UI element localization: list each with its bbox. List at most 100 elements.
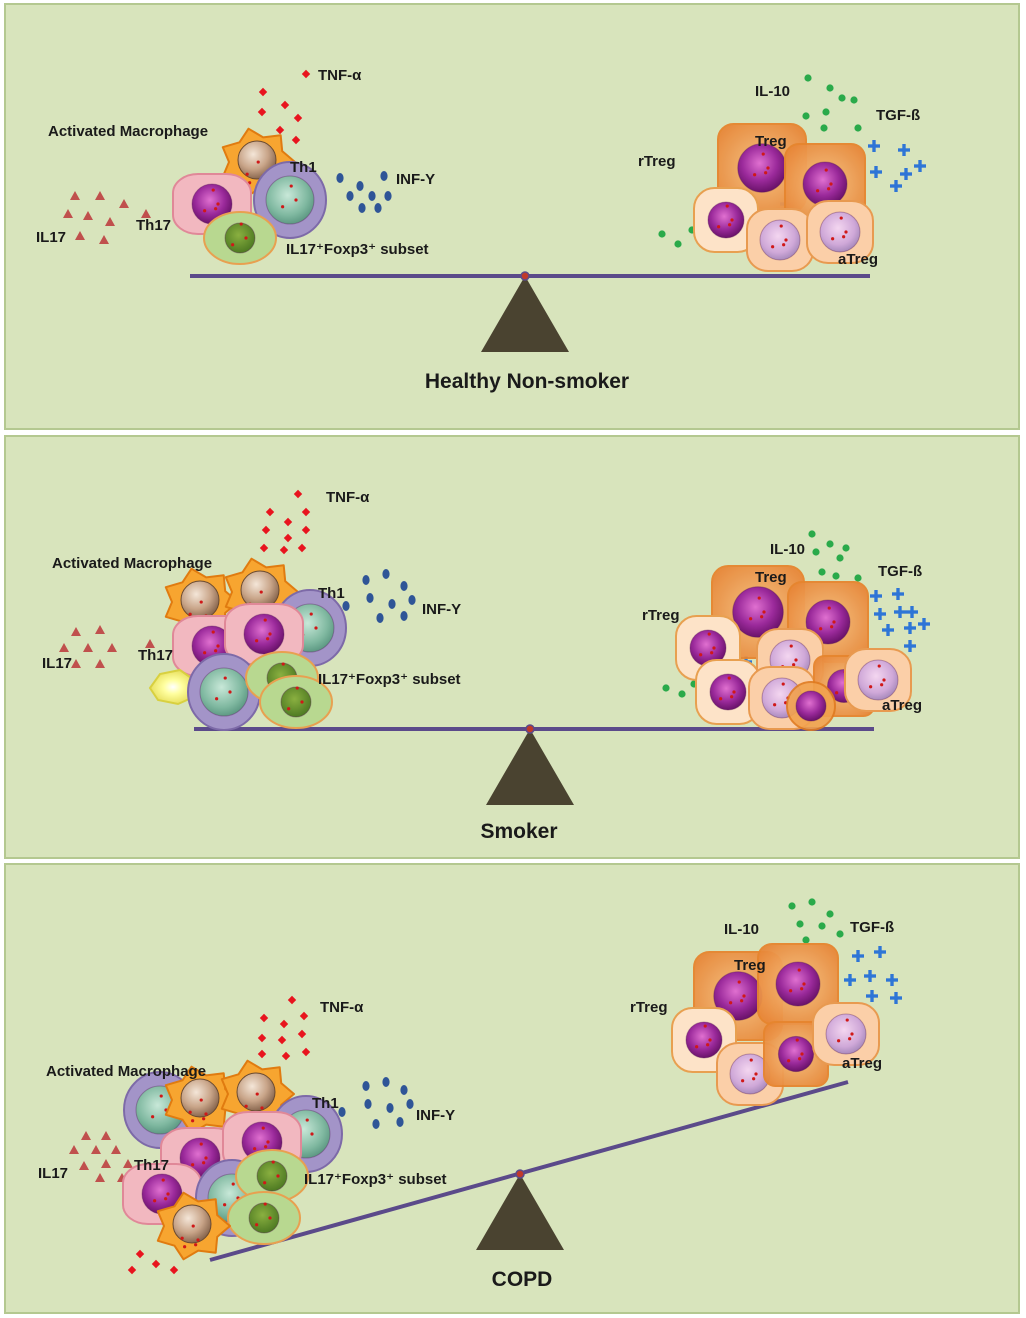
il17-triangle-icon [83,643,93,652]
tgf-plus-icon-v [904,168,908,180]
granule-dot [191,1224,195,1228]
treg-cell-small [786,681,836,731]
granule-dot [880,683,884,687]
label-activated-macrophage: Activated Macrophage [46,1063,206,1080]
il17-foxp3-subset-cell [235,1149,309,1203]
il17-triangle-icon [71,659,81,668]
inf-bead-icon [406,1099,414,1109]
activated-macrophage-nucleus [237,140,277,180]
granule-dot [216,202,220,206]
granule-dot [832,620,836,624]
atreg-cell [806,200,874,264]
tnf-dot-icon [301,507,311,517]
tnf-dot-icon [279,545,289,555]
granule-dot [848,1037,852,1041]
tgf-plus-icon-v [848,974,852,986]
granule-dot [259,590,263,594]
il10-dot-icon [854,574,862,582]
label-th17: Th17 [134,1157,169,1174]
tnf-dot-icon [261,525,271,535]
tnf-dot-icon [127,1265,137,1275]
granule-dot [161,1178,165,1182]
il17-triangle-icon [99,235,109,244]
tnf-dot-icon [265,507,275,517]
granule-dot [255,639,259,643]
inf-bead-icon [382,569,390,579]
il17-triangle-icon [111,1145,121,1154]
il10-dot-icon [838,94,846,102]
il17-triangle-icon [95,1173,105,1182]
il17-foxp3-subset-cell-nucleus [248,1202,280,1234]
granule-dot [844,230,848,234]
granule-dot [706,1043,710,1047]
rtreg-cell-nucleus [707,201,745,239]
treg-cell-nucleus [805,599,851,645]
inf-bead-icon [408,595,416,605]
granule-dot [281,205,285,209]
granule-dot [741,1079,745,1083]
granule-dot [762,610,766,614]
inf-bead-icon [368,191,376,201]
granule-dot [795,1038,799,1042]
label-treg: Treg [755,569,787,586]
granule-dot [214,207,218,211]
granule-dot [839,216,843,220]
il10-dot-icon [836,930,844,938]
granule-dot [819,627,823,631]
label-il-10: IL-10 [770,541,805,558]
panel-title: Healthy Non-smoker [425,370,629,393]
granule-dot [263,618,267,622]
granule-dot [245,172,249,176]
panel-2-graphics [69,898,902,1275]
panel-0-graphics [63,69,926,352]
granule-dot [837,1039,841,1043]
granule-dot [199,1142,203,1146]
granule-dot [295,686,299,690]
granule-dot [695,1045,699,1049]
granule-dot [729,1001,733,1005]
fulcrum-triangle-icon [481,276,569,352]
granule-dot [752,1077,756,1081]
granule-dot [211,630,215,634]
granule-dot [289,184,293,188]
granule-dot [797,968,801,972]
il17-foxp3-subset-cell-nucleus [224,222,256,254]
il10-dot-icon [836,554,844,562]
il17-triangle-icon [71,627,81,636]
atreg-cell [812,1002,880,1066]
tgf-plus-icon-v [890,974,894,986]
il17-triangle-icon [95,625,105,634]
granule-dot [310,1132,314,1136]
granule-dot [771,245,775,249]
granule-dot [255,1223,259,1227]
inf-bead-icon [364,1099,372,1109]
granule-dot [792,663,796,667]
tnf-dot-icon [259,1013,269,1023]
inf-bead-icon [366,593,374,603]
il10-dot-icon [850,96,858,104]
inf-bead-icon [372,1119,380,1129]
granule-dot [794,658,798,662]
tnf-dot-icon [257,107,267,117]
granule-dot [802,982,806,986]
tgf-plus-icon-v [878,946,882,958]
label-inf-y: INF-Y [422,601,461,618]
tnf-dot-icon [280,100,290,110]
inf-bead-icon [346,191,354,201]
il10-dot-icon [818,568,826,576]
granule-dot [712,646,716,650]
label-th17: Th17 [138,647,173,664]
il10-dot-icon [808,898,816,906]
granule-dot [829,182,833,186]
tgf-plus-icon [918,618,930,630]
label-inf-y: INF-Y [416,1107,455,1124]
il10-dot-icon [658,230,666,238]
activated-macrophage-nucleus [172,1204,212,1244]
granule-dot [766,166,770,170]
granule-dot [717,225,721,229]
atreg-cell-nucleus [819,211,861,253]
granule-dot [191,1119,195,1123]
label-th1: Th1 [312,1095,339,1112]
th1-cell-nucleus [199,667,249,717]
label-tgf-beta: TGF-ß [876,107,920,124]
